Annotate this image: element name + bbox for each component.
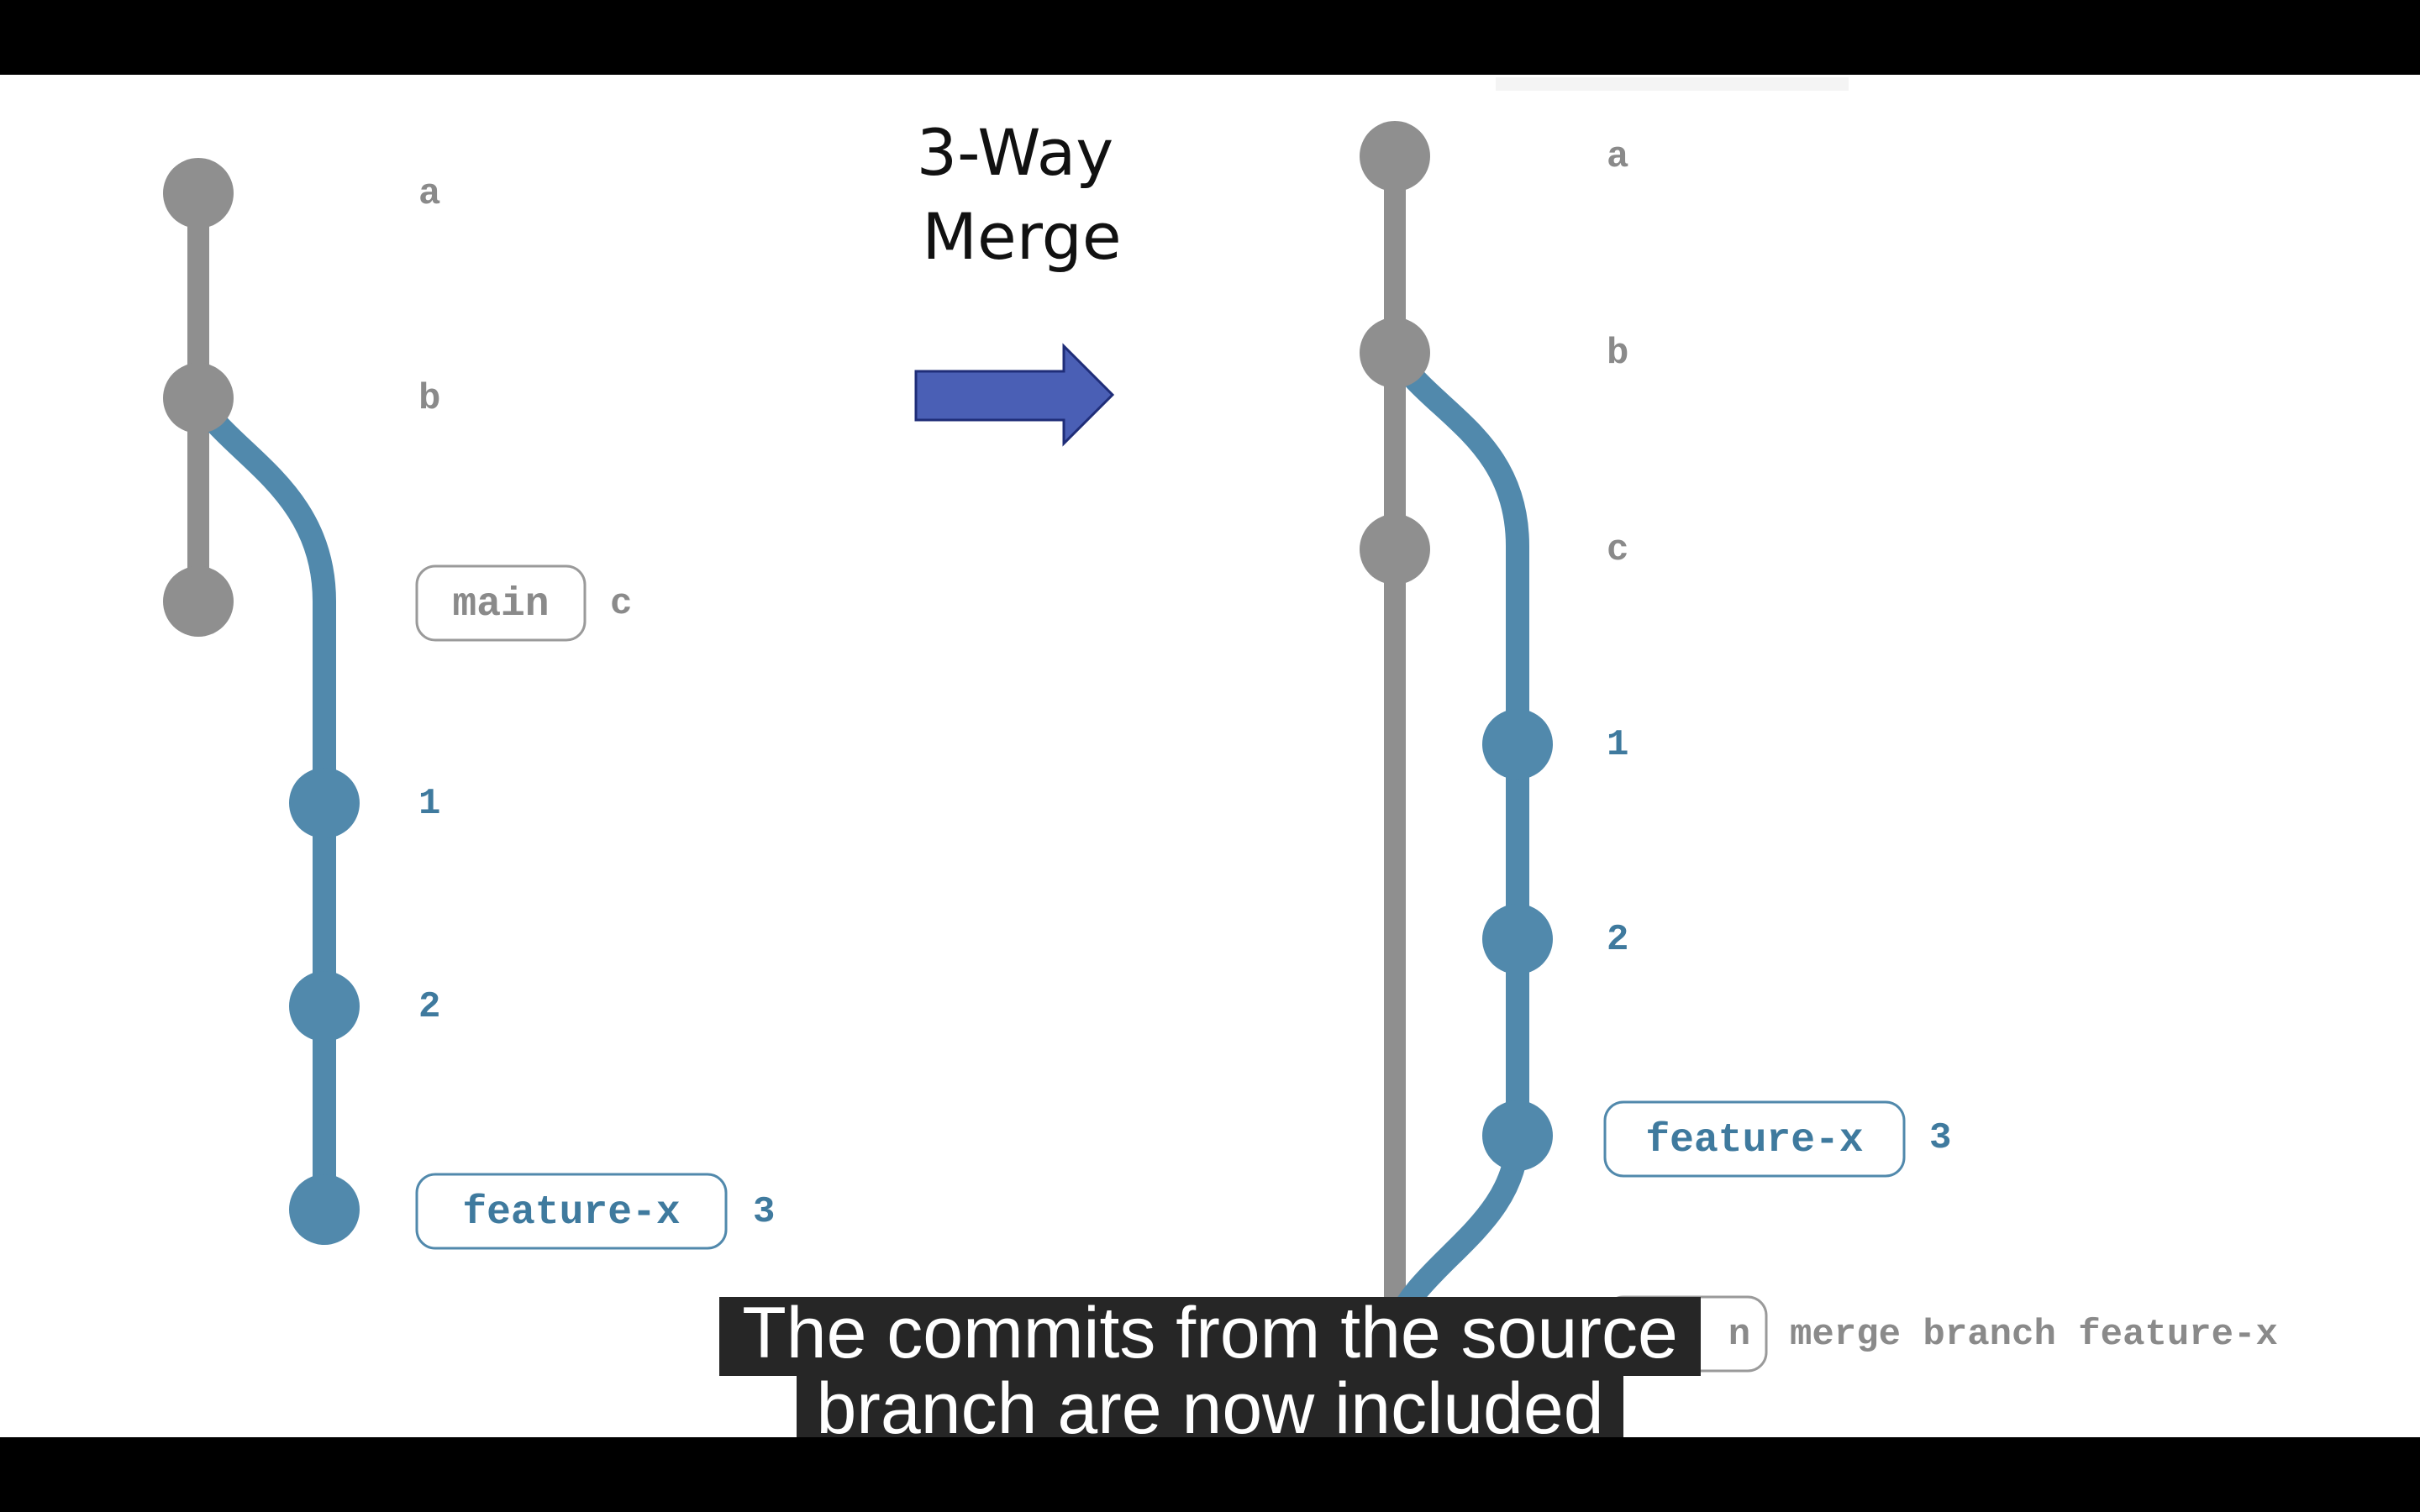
after-commit-label-b: b [1607, 333, 1628, 375]
before-commit-label-b: b [418, 378, 440, 420]
title-line-1: 3-Way [917, 115, 1114, 190]
after-merge-message: merge branch feature-x [1790, 1314, 2278, 1356]
before-commit-label-a: a [418, 173, 440, 215]
after-commit-label-c: c [1607, 529, 1628, 571]
after-feature-tag-box [1603, 1100, 1906, 1178]
before-commit-node-a [163, 158, 234, 228]
after-commit-node-b [1360, 318, 1430, 388]
before-commit-node-c [163, 566, 234, 637]
after-commit-label-3: 3 [1929, 1117, 1951, 1159]
after-commit-node-c [1360, 514, 1430, 585]
after-graph: a b c 1 2 feature-x 3 n merge branch fea… [1360, 77, 2278, 1373]
after-feature-tag-label: feature-x [1645, 1118, 1863, 1163]
caption-line-1: The commits from the source [742, 1293, 1678, 1373]
before-commit-label-3: 3 [753, 1191, 775, 1233]
title-line-2: Merge [922, 199, 1121, 274]
before-graph: a b main c 1 2 feature-x 3 [163, 158, 775, 1250]
after-commit-node-3 [1482, 1100, 1553, 1171]
after-commit-node-2 [1482, 904, 1553, 974]
subtitle-caption: The commits from the source branch are n… [719, 1293, 1701, 1449]
after-commit-node-a [1360, 121, 1430, 192]
after-commit-label-a: a [1607, 136, 1628, 178]
before-commit-node-b [163, 363, 234, 433]
letterbox-bottom [0, 1437, 2420, 1512]
caption-line-2-background [797, 1376, 1623, 1437]
before-feature-tag-box [415, 1173, 728, 1250]
transition-header: 3-Way Merge [914, 115, 1122, 447]
before-feature-tag-label: feature-x [462, 1190, 680, 1236]
after-feature-branch-line [1383, 346, 1529, 1332]
before-main-tag-label: main [452, 582, 549, 627]
top-strip-artifact [1496, 77, 1849, 91]
slide-canvas [0, 75, 2420, 1437]
caption-line-2: branch are now included [816, 1368, 1603, 1449]
before-commit-node-2 [289, 971, 360, 1042]
after-commit-node-1 [1482, 709, 1553, 780]
before-commit-node-3 [289, 1174, 360, 1245]
before-commit-label-1: 1 [418, 783, 440, 825]
before-commit-label-2: 2 [418, 986, 440, 1028]
before-commit-label-c: c [610, 583, 632, 625]
before-commit-node-1 [289, 768, 360, 838]
before-main-tag-box [415, 564, 587, 642]
after-commit-label-1: 1 [1607, 724, 1628, 766]
after-main-tag-label-partial: n [1728, 1314, 1750, 1356]
right-arrow-icon [914, 343, 1115, 447]
letterbox-top [0, 0, 2420, 75]
after-commit-label-2: 2 [1607, 919, 1628, 961]
caption-line-1-background [719, 1297, 1701, 1376]
